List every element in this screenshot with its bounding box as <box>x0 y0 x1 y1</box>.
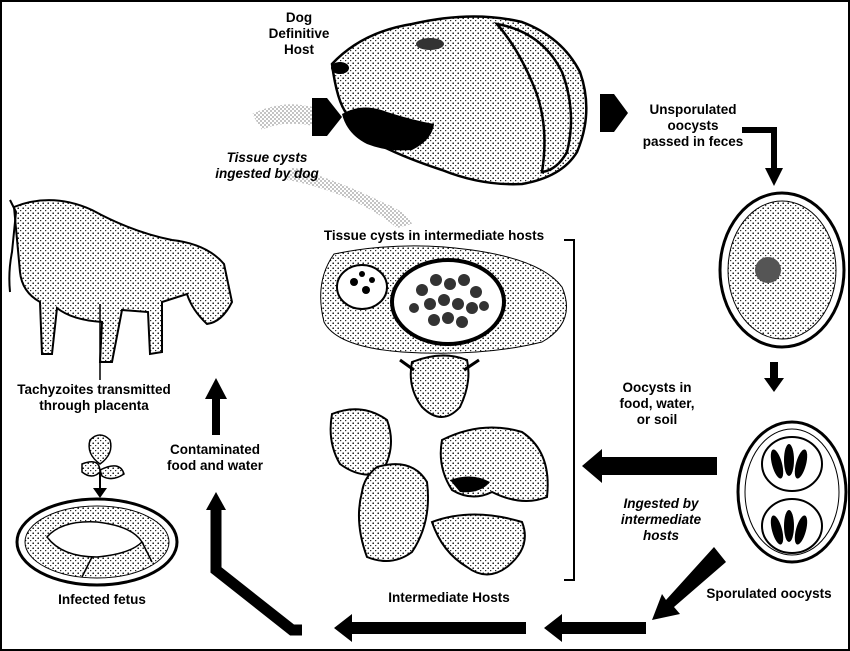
horse-head-illustration <box>358 463 429 562</box>
arrow-to-fetus <box>93 488 107 498</box>
arrow-to-cow-head <box>205 378 227 399</box>
tissue-cyst-trail <box>252 104 412 228</box>
tachyzoites-cells <box>81 434 125 480</box>
dog-head-illustration <box>330 15 588 186</box>
tissue-cyst-illustration <box>320 245 567 354</box>
tissue-cysts-hosts-label: Tissue cysts in intermediate hosts <box>323 228 545 243</box>
cow-illustration <box>8 199 234 363</box>
infected-fetus-illustration <box>15 497 179 587</box>
unsporulated-oocysts-label: Unsporulated oocysts passed in feces <box>642 102 744 149</box>
sheep-head-illustration <box>430 513 526 576</box>
arrow-out-of-dog <box>600 94 628 132</box>
bottom-path-line <box>210 508 302 636</box>
arrow-to-sporulated-oocyst <box>764 378 784 392</box>
intermediate-hosts-bracket <box>564 239 575 581</box>
oocysts-in-food-label: Oocysts in food, water, or soil <box>619 380 695 427</box>
unsporulated-oocyst-illustration <box>718 191 846 349</box>
arrow-sporulated-downward <box>652 547 726 620</box>
arrow-to-unsporulated-oocyst <box>742 127 777 170</box>
contaminated-food-label: Contaminated food and water <box>166 442 263 473</box>
arrow-to-intermediate-hosts <box>582 449 717 483</box>
sporulated-oocyst-illustration <box>736 420 848 564</box>
arrow-into-dog <box>312 98 342 136</box>
bottom-path-arrow-1 <box>544 614 646 642</box>
dog-head-small-illustration <box>439 426 549 502</box>
ingested-intermediate-label: Ingested by intermediate hosts <box>620 496 702 543</box>
tissue-cysts-ingested-label: Tissue cysts ingested by dog <box>215 150 319 181</box>
intermediate-hosts-label: Intermediate Hosts <box>388 590 510 605</box>
cow-head-illustration <box>399 354 480 418</box>
infected-fetus-label: Infected fetus <box>58 592 146 607</box>
arrow-to-cow-shaft <box>212 397 220 435</box>
bottom-path-arrow-2 <box>334 614 526 642</box>
dog-definitive-host-label: Dog Definitive Host <box>268 10 330 57</box>
tachyzoites-label: Tachyzoites transmitted through placenta <box>17 382 171 413</box>
sporulated-oocysts-label: Sporulated oocysts <box>706 586 832 601</box>
